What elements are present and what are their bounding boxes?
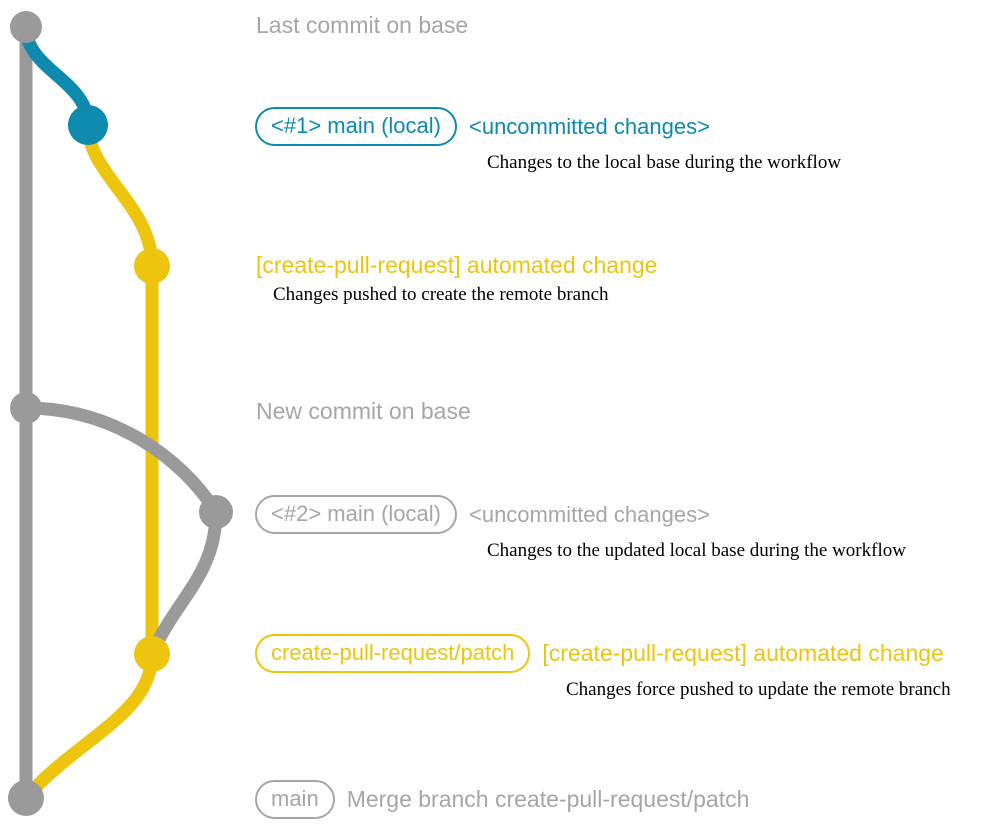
row-merge-commit: main Merge branch create-pull-request/pa… xyxy=(255,780,750,820)
commit-subject-local-commit-2: <uncommitted changes> xyxy=(468,502,710,527)
node-local-commit-2[interactable] xyxy=(199,495,233,529)
row-automated-change-2: create-pull-request/patch [create-pull-r… xyxy=(255,634,951,701)
headline-merge-commit: main Merge branch create-pull-request/pa… xyxy=(255,780,750,820)
headline-automated-change-2: create-pull-request/patch [create-pull-r… xyxy=(255,634,944,674)
headline-local-commit-1: <#1> main (local) <uncommitted changes> xyxy=(255,107,710,147)
commit-subject-local-commit-1: <uncommitted changes> xyxy=(468,114,710,139)
commit-title-last-commit-on-base: Last commit on base xyxy=(256,12,469,38)
node-automated-change-2[interactable] xyxy=(134,636,170,672)
headline-local-commit-2: <#2> main (local) <uncommitted changes> xyxy=(255,495,710,535)
ref-badge-main-local-2[interactable]: <#2> main (local) xyxy=(255,495,457,535)
commit-subject-automated-change-2: [create-pull-request] automated change xyxy=(542,640,944,667)
node-last-commit-on-base[interactable] xyxy=(10,11,42,43)
ref-badge-create-pull-request-patch[interactable]: create-pull-request/patch xyxy=(255,634,531,674)
headline-automated-change-1: [create-pull-request] automated change xyxy=(256,252,657,278)
commit-subject-merge-commit: Merge branch create-pull-request/patch xyxy=(346,786,750,813)
commit-title-new-commit-on-base: New commit on base xyxy=(256,398,471,424)
row-automated-change-1: [create-pull-request] automated change C… xyxy=(256,252,657,306)
row-last-commit-on-base: Last commit on base xyxy=(256,12,468,39)
commit-note-local-commit-2: Changes to the updated local base during… xyxy=(487,540,906,562)
edge-patch-to-merge xyxy=(19,647,159,805)
ref-badge-main-local-1[interactable]: <#1> main (local) xyxy=(255,107,457,147)
node-new-commit-on-base[interactable] xyxy=(10,392,42,424)
row-local-commit-1: <#1> main (local) <uncommitted changes> … xyxy=(255,107,841,174)
commit-subject-automated-change-1: [create-pull-request] automated change xyxy=(256,252,658,278)
commit-nodes xyxy=(8,11,233,816)
commit-note-automated-change-1: Changes pushed to create the remote bran… xyxy=(273,284,609,306)
node-merge-commit[interactable] xyxy=(8,780,44,816)
edge-local2-to-patch2 xyxy=(145,505,223,661)
row-new-commit-on-base: New commit on base xyxy=(256,398,471,425)
commit-note-local-commit-1: Changes to the local base during the wor… xyxy=(487,152,842,174)
node-automated-change-1[interactable] xyxy=(134,248,170,284)
row-local-commit-2: <#2> main (local) <uncommitted changes> … xyxy=(255,495,906,562)
ref-badge-main[interactable]: main xyxy=(255,780,335,820)
edge-local1-to-patch1 xyxy=(81,118,159,273)
node-local-commit-1[interactable] xyxy=(68,105,108,145)
edge-base-to-local2 xyxy=(19,401,223,519)
commit-note-automated-change-2: Changes force pushed to update the remot… xyxy=(566,679,951,701)
